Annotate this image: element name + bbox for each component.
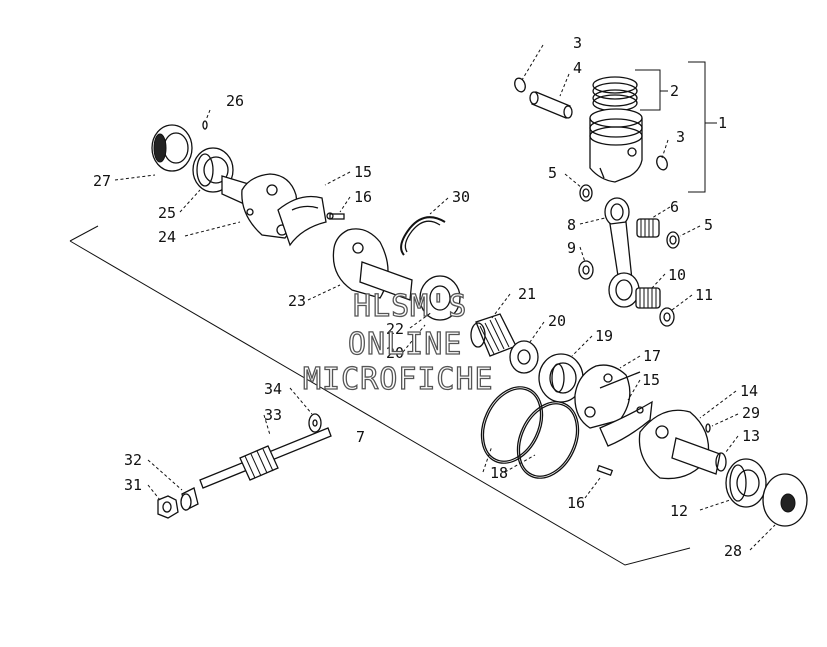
pump-drive-shaft xyxy=(199,427,332,489)
labyrinth-seal xyxy=(538,353,584,403)
callout-22: 22 xyxy=(386,320,404,338)
locating-pin-lower xyxy=(596,464,614,477)
callout-23: 23 xyxy=(288,292,306,310)
piston-rings xyxy=(592,76,638,112)
callout-16b: 16 xyxy=(567,494,585,512)
thrust-washer-right-inner xyxy=(669,235,677,245)
callout-1: 1 xyxy=(718,114,727,132)
small-end-bearing xyxy=(636,218,660,238)
callout-28: 28 xyxy=(724,542,742,560)
leader-lines xyxy=(114,44,776,551)
counterweight-plate-left xyxy=(277,195,327,247)
callout-27: 27 xyxy=(93,172,111,190)
retaining-ring xyxy=(400,216,446,256)
callout-15a: 15 xyxy=(354,163,372,181)
pump-shaft-nut xyxy=(157,495,179,519)
watermark-line-1: HLSM'S xyxy=(353,289,467,324)
callout-26: 26 xyxy=(226,92,244,110)
callout-12: 12 xyxy=(670,502,688,520)
callout-19: 19 xyxy=(595,327,613,345)
piston-pin-circlip-upper xyxy=(514,77,526,93)
piston-brackets xyxy=(635,61,717,193)
oil-seal-left xyxy=(151,124,193,172)
callout-labels: 1 2 3 3 4 5 5 6 7 8 9 10 11 12 13 14 15 … xyxy=(93,34,760,560)
retaining-ring-inner xyxy=(404,220,441,253)
connecting-rod xyxy=(604,197,640,308)
callout-33: 33 xyxy=(264,406,282,424)
callout-6: 6 xyxy=(670,198,679,216)
thrust-washer-bearing xyxy=(509,340,539,374)
callout-9: 9 xyxy=(567,239,576,257)
callout-21: 21 xyxy=(518,285,536,303)
thrust-washer-right xyxy=(666,231,680,249)
piston-pin xyxy=(529,91,573,119)
piston xyxy=(589,108,643,183)
big-end-bearing xyxy=(635,287,661,309)
callout-4: 4 xyxy=(573,59,582,77)
callout-10: 10 xyxy=(668,266,686,284)
watermark-line-2: ONLINE xyxy=(348,327,462,362)
thrust-washer-left-inner xyxy=(582,188,590,198)
callout-8: 8 xyxy=(567,216,576,234)
woodruff-key-left xyxy=(202,120,208,130)
callout-20a: 20 xyxy=(548,312,566,330)
callout-29: 29 xyxy=(742,404,760,422)
callout-24: 24 xyxy=(158,228,176,246)
seal-ring-right xyxy=(715,452,727,472)
seal-rings xyxy=(480,386,580,479)
callout-3a: 3 xyxy=(573,34,582,52)
crank-half-right xyxy=(638,409,721,480)
big-end-washer-right-inner xyxy=(663,312,671,322)
piston-pin-circlip-right xyxy=(656,155,668,171)
assembly-frame xyxy=(69,225,691,566)
callout-20b: 20 xyxy=(386,344,404,362)
callout-18: 18 xyxy=(490,464,508,482)
callout-11: 11 xyxy=(695,286,713,304)
thrust-washer-left xyxy=(579,184,593,202)
thrust-washer-center xyxy=(419,275,461,321)
callout-13: 13 xyxy=(742,427,760,445)
callout-31: 31 xyxy=(124,476,142,494)
big-end-washer-right xyxy=(659,307,675,327)
big-end-washer-left-inner xyxy=(582,265,590,275)
callout-3b: 3 xyxy=(676,128,685,146)
callout-14: 14 xyxy=(740,382,758,400)
callout-32: 32 xyxy=(124,451,142,469)
callout-5a: 5 xyxy=(548,164,557,182)
callout-5b: 5 xyxy=(704,216,713,234)
woodruff-key-right xyxy=(705,423,711,433)
pump-shaft-washer xyxy=(308,413,322,433)
main-bearing-right xyxy=(725,458,767,508)
callout-17: 17 xyxy=(643,347,661,365)
callout-2: 2 xyxy=(670,82,679,100)
crank-pin-center xyxy=(332,228,413,301)
watermark-line-3: MICROFICHE xyxy=(303,362,494,397)
center-needle-bearing xyxy=(470,313,517,357)
callout-16a: 16 xyxy=(354,188,372,206)
locating-pin-upper xyxy=(326,212,345,220)
callout-15b: 15 xyxy=(642,371,660,389)
callout-34: 34 xyxy=(264,380,282,398)
oil-seal-right xyxy=(762,473,808,527)
watermark: HLSM'S ONLINE MICROFICHE xyxy=(302,288,494,397)
pump-shaft-bushing xyxy=(180,487,199,511)
crank-flange-right xyxy=(574,364,641,429)
counterweight-plate-right xyxy=(599,400,653,447)
big-end-washer-left xyxy=(578,260,594,280)
callout-30: 30 xyxy=(452,188,470,206)
callout-7: 7 xyxy=(356,428,365,446)
callout-25: 25 xyxy=(158,204,176,222)
